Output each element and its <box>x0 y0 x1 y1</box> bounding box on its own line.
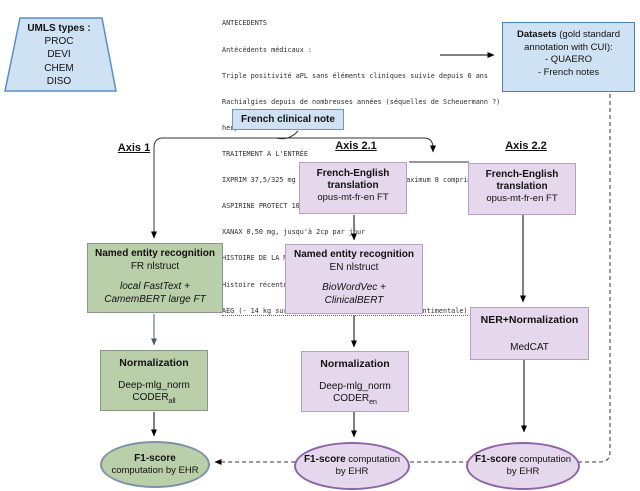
fork-horizontal <box>153 137 434 149</box>
datasets-item: - QUAERO <box>545 54 592 65</box>
datasets-title: Datasets (gold standard annotation with … <box>517 29 620 53</box>
datasets-item: - French notes <box>537 66 600 78</box>
clinical-line: Triple positivité aPL sans éléments clin… <box>222 71 488 80</box>
clinical-line: Antécédents médicaux : <box>222 45 313 54</box>
umls-types-box: UMLS types : PROC DEVI CHEM DISO <box>8 21 110 89</box>
umls-type-item: DEVI <box>47 49 71 61</box>
umls-type-item: PROC <box>44 36 74 48</box>
translation-box-axis22: French-English translation opus-mt-fr-en… <box>468 163 576 215</box>
clinical-line: XANAX 0,50 mg, jusqu'à 2cp par jour <box>222 228 366 237</box>
ner-box-fr: Named entity recognition FR nlstruct loc… <box>87 243 223 313</box>
translation-box-axis21: French-English translation opus-mt-fr-en… <box>299 162 407 214</box>
axis21-label: Axis 2.1 <box>335 140 377 152</box>
f1-score-ellipse-axis22: F1-score computation by EHR <box>466 442 580 490</box>
clinical-line: TRAITEMENT A L'ENTRÉE <box>222 149 308 158</box>
dashed-datasets-to-f1 <box>214 94 611 465</box>
clinical-line: Rachialgies depuis de nombreuses années … <box>222 97 501 106</box>
f1-score-ellipse-axis21: F1-score computation by EHR <box>294 442 410 490</box>
umls-type-item: CHEM <box>44 62 74 74</box>
axis1-label: Axis 1 <box>117 142 151 154</box>
ner-normalization-box: NER+Normalization MedCAT <box>470 307 589 360</box>
datasets-box: Datasets (gold standard annotation with … <box>502 22 635 92</box>
ner-box-en: Named entity recognition EN nlstruct Bio… <box>285 244 423 314</box>
normalization-box-fr: Normalization Deep-mlg_norm CODERall <box>100 350 208 411</box>
french-clinical-note-label: French clinical note <box>232 109 344 130</box>
normalization-box-en: Normalization Deep-mlg_norm CODERen <box>301 351 409 412</box>
clinical-line: ANTECEDENTS <box>222 19 268 28</box>
umls-title: UMLS types : <box>27 22 91 34</box>
umls-trapezoid-shape <box>4 17 117 92</box>
axis22-label: Axis 2.2 <box>505 140 547 152</box>
umls-type-item: DISO <box>46 75 72 87</box>
f1-score-ellipse-axis1: F1-score computation by EHR <box>100 441 210 488</box>
